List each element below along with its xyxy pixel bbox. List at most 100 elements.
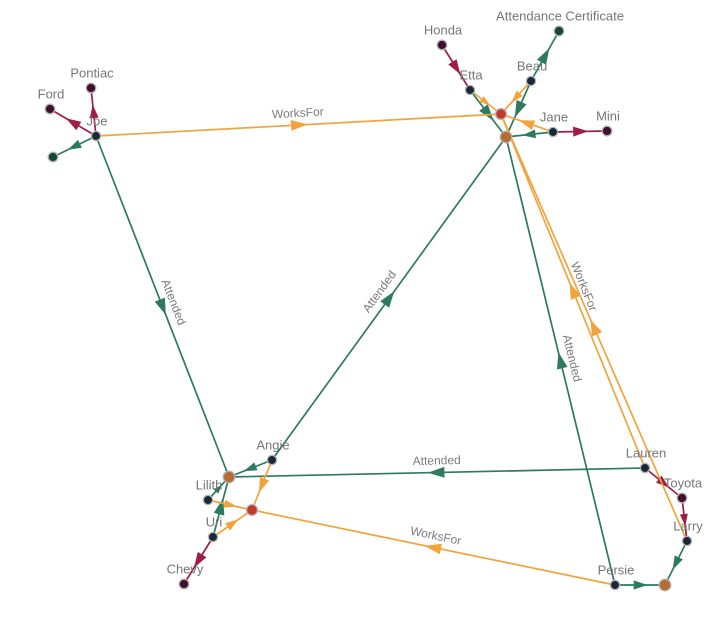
node-label-toyota: Toyota — [664, 476, 703, 491]
node-cert2[interactable] — [47, 151, 59, 163]
edge-angie-ev1[interactable] — [271, 136, 507, 461]
edge-joe-cert2[interactable] — [52, 135, 97, 158]
node-label-chevy: Chevy — [167, 562, 204, 577]
node-label-ford: Ford — [38, 87, 65, 102]
node-pontiac[interactable] — [85, 82, 97, 94]
node-larry[interactable] — [681, 535, 693, 547]
node-honda[interactable] — [436, 39, 448, 51]
edge-etta-emp1[interactable] — [469, 89, 502, 115]
edge-lauren-emp1[interactable] — [500, 113, 646, 469]
arrowhead-icon — [67, 139, 82, 150]
arrowhead-icon — [448, 59, 461, 75]
arrowhead-icon — [590, 319, 602, 337]
arrowhead-icon — [213, 485, 222, 494]
node-lilith[interactable] — [202, 494, 214, 506]
arrowhead-icon — [380, 291, 395, 308]
edge-jane-mini[interactable] — [552, 126, 608, 137]
arrowhead-icon — [573, 126, 589, 137]
edge-larry-emp1[interactable] — [500, 113, 688, 542]
node-emp2[interactable] — [245, 503, 259, 517]
arrowhead-icon — [89, 104, 99, 119]
arrowhead-icon — [522, 129, 536, 139]
node-label-honda: Honda — [424, 23, 463, 38]
edge-jane-ev1[interactable] — [505, 129, 554, 139]
arrowhead-icon — [536, 48, 550, 65]
node-ev3[interactable] — [658, 578, 672, 592]
node-label-beau: Beau — [517, 59, 547, 74]
node-label-cert1: Attendance Certificate — [496, 9, 624, 24]
edge-jane-emp1[interactable] — [500, 113, 554, 133]
node-beau[interactable] — [525, 75, 537, 87]
node-cert1[interactable] — [553, 25, 565, 37]
arrowhead-icon — [427, 466, 445, 478]
node-label-joe: Joe — [87, 114, 108, 129]
edge-label: WorksFor — [272, 105, 324, 122]
edge-lilith-emp2[interactable] — [207, 499, 253, 511]
node-label-mini: Mini — [596, 109, 620, 124]
edge-persie-ev3[interactable] — [615, 580, 665, 590]
node-uri[interactable] — [207, 531, 219, 543]
edge-etta-ev1[interactable] — [469, 89, 507, 138]
node-jane[interactable] — [547, 126, 559, 138]
arrowhead-icon — [514, 100, 527, 118]
arrowhead-icon — [243, 462, 258, 472]
edge-toyota-larry[interactable] — [679, 497, 688, 542]
arrowhead-icon — [672, 555, 683, 570]
node-emp1[interactable] — [494, 107, 508, 121]
arrowhead-icon — [569, 282, 581, 300]
node-label-etta: Etta — [459, 68, 483, 83]
arrowhead-icon — [511, 90, 523, 103]
node-persie[interactable] — [609, 579, 621, 591]
arrowhead-icon — [65, 118, 82, 131]
arrowhead-icon — [479, 96, 491, 106]
edge-joe-emp1[interactable] — [95, 113, 502, 137]
arrowhead-icon — [258, 476, 270, 493]
edge-uri-emp2[interactable] — [212, 509, 253, 538]
node-etta[interactable] — [464, 84, 476, 96]
edge-joe-ev2[interactable] — [95, 135, 230, 478]
arrowhead-icon — [424, 543, 442, 555]
edge-honda-etta[interactable] — [441, 44, 471, 91]
node-chevy[interactable] — [178, 578, 190, 590]
node-angie[interactable] — [266, 454, 278, 466]
edge-label: Attended — [413, 453, 461, 468]
arrowhead-icon — [633, 580, 648, 590]
node-label-lilith: Lilith — [196, 478, 223, 493]
nodes-layer — [44, 25, 693, 592]
node-ford[interactable] — [44, 103, 56, 115]
arrowhead-icon — [479, 104, 494, 121]
arrowhead-icon — [194, 551, 207, 568]
edge-persie-ev1[interactable] — [505, 136, 616, 586]
edge-angie-emp2[interactable] — [251, 459, 273, 511]
node-ev2[interactable] — [222, 470, 236, 484]
edge-larry-ev3[interactable] — [664, 540, 688, 586]
edge-lauren-ev2[interactable] — [228, 466, 646, 478]
edge-joe-ford[interactable] — [49, 108, 97, 137]
node-label-pontiac: Pontiac — [70, 66, 114, 81]
arrowhead-icon — [519, 120, 536, 131]
arrowhead-icon — [679, 513, 688, 527]
arrowhead-icon — [223, 499, 237, 508]
node-label-uri: Uri — [206, 515, 223, 530]
node-label-persie: Persie — [598, 563, 635, 578]
edge-beau-ev1[interactable] — [505, 80, 532, 138]
node-ev1[interactable] — [499, 130, 513, 144]
node-lauren[interactable] — [639, 462, 651, 474]
arrowhead-icon — [290, 120, 308, 131]
node-label-angie: Angie — [256, 438, 289, 453]
edge-beau-emp1[interactable] — [500, 80, 532, 115]
arrowhead-icon — [154, 297, 166, 315]
node-mini[interactable] — [601, 125, 613, 137]
edge-beau-cert1[interactable] — [530, 30, 560, 82]
node-label-jane: Jane — [540, 110, 568, 125]
node-toyota[interactable] — [676, 492, 688, 504]
edge-angie-ev2[interactable] — [228, 459, 273, 478]
node-joe[interactable] — [90, 130, 102, 142]
edge-joe-pontiac[interactable] — [89, 87, 99, 137]
edge-uri-chevy[interactable] — [183, 536, 214, 585]
node-label-lauren: Lauren — [626, 446, 666, 461]
edge-persie-emp2[interactable] — [251, 509, 616, 586]
arrowhead-icon — [225, 519, 239, 531]
